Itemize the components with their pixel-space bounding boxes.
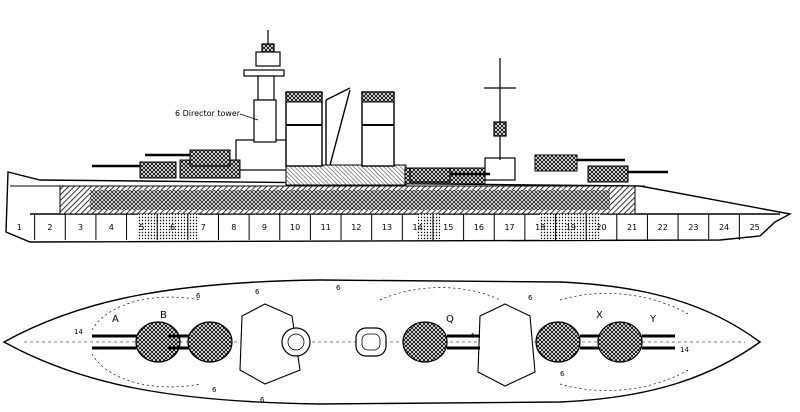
compartment-number: 11 [321,223,331,232]
aft-funnel-plan [355,327,387,357]
boat-crane [325,87,351,166]
compartment-number: 2 [47,223,52,232]
dim-mark: 14 [74,328,83,336]
compartment-number: 15 [443,223,453,232]
foremast [243,30,285,143]
compartment-number: 10 [290,223,300,232]
compartment-number: 8 [231,223,236,232]
turret-q-plan [402,321,480,363]
dim-mark: 6 [260,396,265,404]
turret-a-plan [92,321,181,363]
magazine-area [138,214,198,240]
turret-label-a: A [112,314,119,325]
magazine-area [540,214,600,240]
turret-a-profile [92,161,177,179]
dim-mark: 6 [336,284,341,292]
turret-label-q: Q [446,314,454,325]
compartment-number: 1 [17,223,22,232]
compartment-number: 13 [382,223,392,232]
compartment-number: 19 [566,223,576,232]
dim-mark: 14 [680,346,689,354]
turret-y-profile [587,165,668,183]
compartment-number: 16 [474,223,484,232]
turret-x-plan [535,321,600,363]
turret-x-profile [534,154,625,172]
dim-mark: 6 [528,294,533,302]
compartment-number: 17 [504,223,514,232]
turret-label-y: Y [649,314,657,325]
compartment-number: 6 [170,223,175,232]
compartment-number: 22 [658,223,668,232]
compartment-number: 5 [139,223,144,232]
compartment-number: 25 [750,223,760,232]
turret-label-x: X [596,310,603,321]
dim-mark: 6 [255,288,260,296]
dim-mark: 4 [470,332,475,340]
turret-y-plan [597,321,675,363]
turret-q-profile [409,167,490,183]
compartment-number: 4 [109,223,114,232]
compartment-number: 21 [627,223,637,232]
compartment-number: 23 [688,223,698,232]
turret-label-b: B [160,310,167,321]
compartment-number: 3 [78,223,83,232]
compartment-number: 9 [262,223,267,232]
compartment-number: 18 [535,223,545,232]
aft-funnel [361,91,395,167]
compartment-number: 7 [201,223,206,232]
turret-b-plan [168,321,233,363]
mainmast [484,58,516,160]
compartment-number: 24 [719,223,729,232]
forward-funnel [285,91,323,167]
compartment-number: 14 [413,223,423,232]
dim-mark: 6 [196,292,201,300]
forward-funnel-plan [281,327,311,357]
compartment-number: 20 [596,223,606,232]
turret-b-profile [145,149,231,167]
compartment-number: 12 [351,223,361,232]
magazine-area [418,214,440,240]
dim-mark: 6 [212,386,217,394]
dim-mark: 6 [560,370,565,378]
plan-view: A B Q X Y 14 6 6 6 6 6 4 6 6 14 [2,279,762,405]
director-tower-annotation: 6 Director tower [175,109,241,118]
forward-superstructure [235,139,293,171]
